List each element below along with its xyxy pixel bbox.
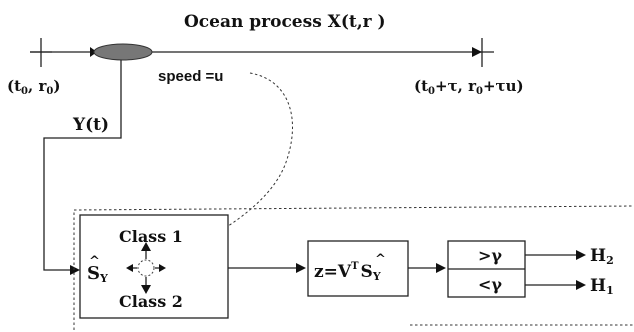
h2-arrowhead [576, 250, 586, 260]
class2-arrowhead [141, 285, 151, 294]
timeline-arrowhead [472, 47, 482, 57]
class1-label: Class 1 [119, 227, 183, 246]
signal-path [43, 60, 122, 271]
start-point-label: (t0, r0) [7, 77, 60, 97]
processing-frame [73, 205, 634, 330]
projection-hat: ^ [375, 252, 386, 267]
classifier-input-hat: ^ [89, 254, 100, 269]
diagram-title: Ocean process X(t,r ) [184, 12, 386, 32]
hypothesis-h2: H2 [590, 246, 614, 267]
projection-box [307, 240, 409, 297]
class2-label: Class 2 [119, 292, 183, 311]
h1-arrowhead [576, 280, 586, 290]
end-point-label: (t0+τ, r0+τu) [414, 77, 524, 97]
right-arrowhead [159, 264, 166, 272]
left-arrowhead [126, 264, 133, 272]
class1-arrowhead [141, 242, 151, 251]
threshold-upper: >γ [478, 246, 502, 265]
classifier-input-symbol: SY [87, 263, 108, 285]
speed-label: speed =u [158, 68, 223, 85]
signal-arrowhead [70, 265, 80, 275]
decision-center [137, 259, 155, 277]
signal-label: Y(t) [72, 115, 109, 135]
classifier-to-projection-arrowhead [296, 263, 306, 273]
projection-to-threshold-arrowhead [436, 263, 446, 273]
hypothesis-h1: H1 [590, 276, 614, 297]
vehicle-icon [93, 43, 153, 61]
threshold-lower: <γ [478, 275, 502, 294]
